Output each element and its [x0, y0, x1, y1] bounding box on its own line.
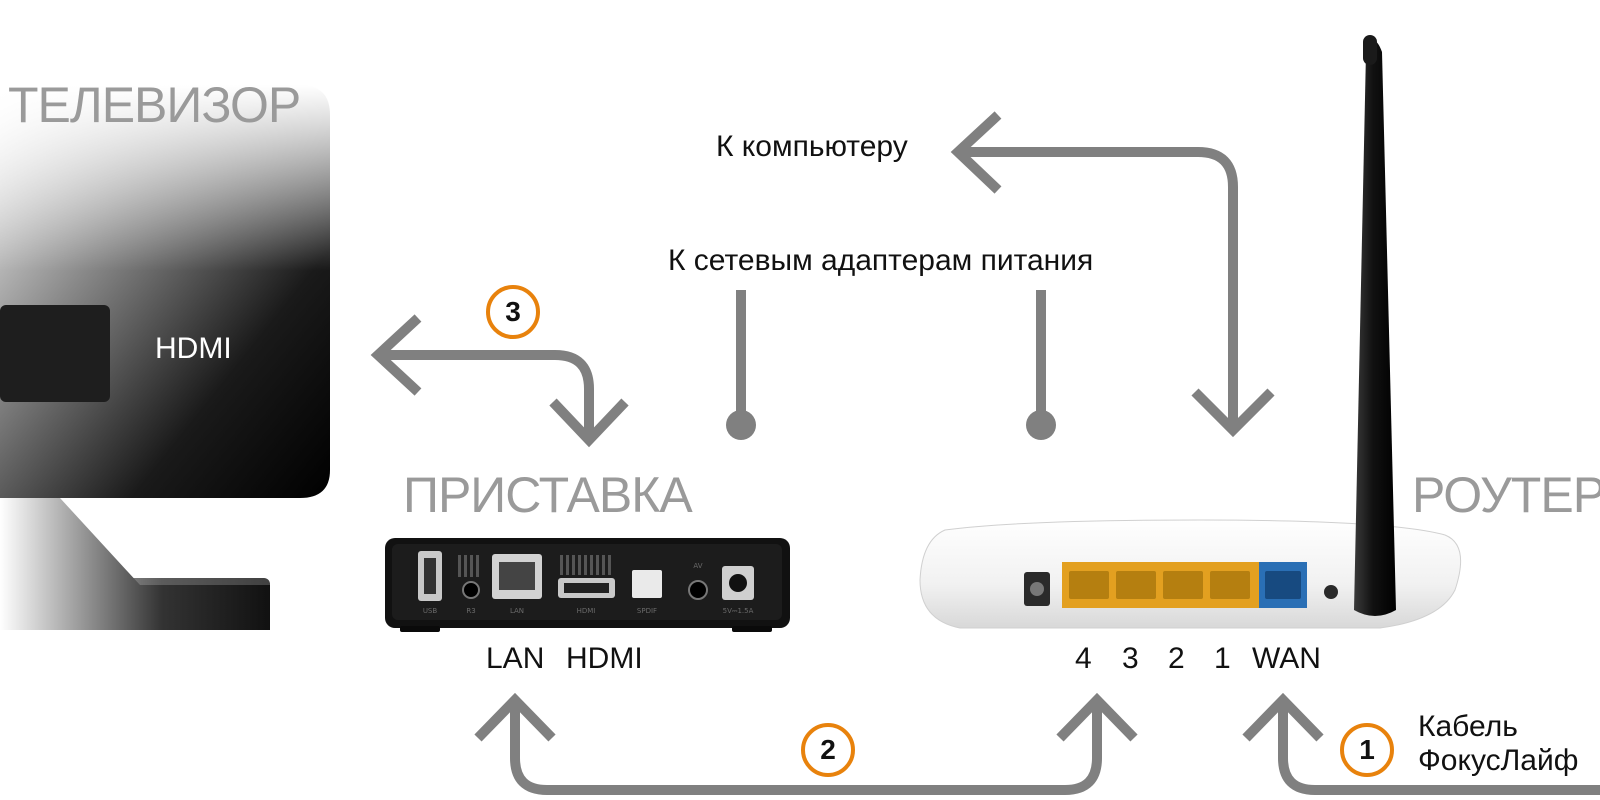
router-title: РОУТЕР [1412, 467, 1600, 523]
arrow-lan-settop-head [474, 692, 556, 742]
router-port-1: 1 [1214, 642, 1231, 675]
cable-label-line2: ФокусЛайф [1418, 744, 1579, 777]
router-illustration [919, 35, 1462, 629]
router-antenna-icon [1354, 41, 1396, 616]
arrow-computer-head [950, 111, 1002, 194]
connection-arrows [370, 111, 1600, 795]
router-port-4: 4 [1075, 642, 1092, 675]
tv-port-panel [0, 305, 110, 402]
port-mark-hdmi: HDMI [577, 607, 596, 615]
router-port-2: 2 [1168, 642, 1185, 675]
arrow-computer [958, 147, 1238, 430]
settop-port-lan: LAN [486, 642, 545, 675]
port-mark-r3: R3 [466, 607, 475, 615]
step-badge-3: 3 [486, 285, 540, 339]
arrow-lan-router-head [1056, 692, 1138, 742]
tv-illustration [0, 85, 330, 630]
r3-jack-icon [462, 581, 480, 599]
arrow-hdmi-tv-head [370, 314, 422, 396]
arrow-hdmi-tv [378, 350, 594, 440]
to-computer-label: К компьютеру [716, 130, 908, 163]
port-mark-usb: USB [423, 607, 438, 615]
arrow-lan-link [510, 705, 1102, 795]
step-badge-1: 1 [1340, 723, 1394, 777]
step-badge-2: 2 [801, 723, 855, 777]
settop-illustration: USB R3 LAN HDMI SPDIF AV 5V⎓1.5A [385, 538, 790, 632]
tv-hdmi-label: HDMI [155, 332, 232, 365]
settop-title: ПРИСТАВКА [403, 467, 693, 523]
router-port-wan: WAN [1252, 642, 1321, 675]
port-mark-power: 5V⎓1.5A [723, 607, 754, 615]
port-mark-lan: LAN [510, 607, 524, 615]
arrow-wan-cable [1278, 705, 1600, 795]
settop-port-hdmi: HDMI [566, 642, 643, 675]
arrow-router-lan-head [1191, 388, 1275, 438]
av-jack-icon [688, 580, 708, 600]
to-power-label: К сетевым адаптерам питания [668, 244, 1094, 277]
power-dot-settop [726, 410, 756, 440]
cable-label: Кабель ФокусЛайф [1418, 710, 1578, 778]
router-reset-icon [1324, 585, 1338, 599]
arrow-hdmi-settop-head [549, 398, 629, 448]
tv-title: ТЕЛЕВИЗОР [8, 77, 301, 133]
router-port-3: 3 [1122, 642, 1139, 675]
arrow-wan-head [1242, 692, 1324, 742]
power-dot-router [1026, 410, 1056, 440]
spdif-port-icon [632, 570, 662, 598]
port-mark-spdif: SPDIF [637, 607, 657, 615]
port-mark-av: AV [693, 562, 702, 570]
cable-label-line1: Кабель [1418, 710, 1518, 743]
